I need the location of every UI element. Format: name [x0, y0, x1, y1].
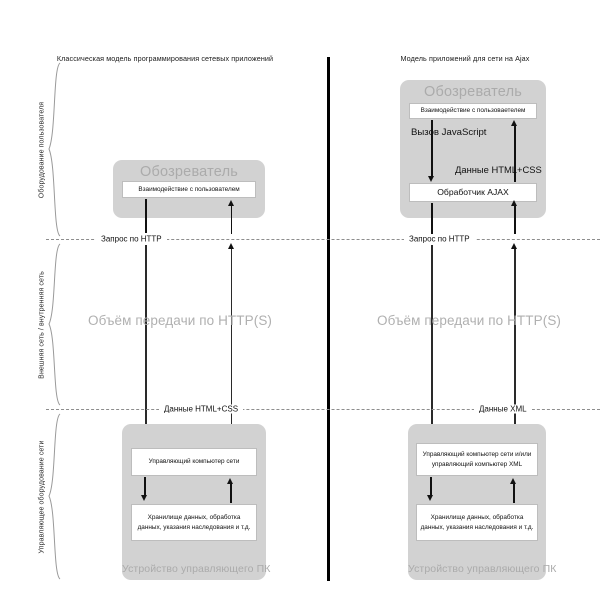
left-server-down-head	[141, 495, 147, 501]
center-divider	[327, 57, 330, 581]
right-server-down-head	[427, 495, 433, 501]
right-html-css-label: Данные HTML+CSS	[455, 164, 542, 175]
zone-label-external-internal-network: Внешняя сеть / внутренняя сеть	[38, 270, 46, 379]
right-js-call-label: Вызов JavaScript	[411, 127, 486, 139]
left-response-arrow-head	[228, 200, 234, 206]
separator-label-left-http-request: Запрос по HTTP	[96, 234, 167, 244]
left-server-up-line	[230, 483, 232, 503]
right-network-computer-box: Управляющий компьютер сети и/или управля…	[416, 443, 538, 476]
right-model-title: Модель приложений для сети на Ajax	[400, 54, 530, 63]
right-js-call-line	[431, 120, 433, 178]
separator-http-request	[46, 239, 600, 240]
zone-label-user-equipment: Оборудование пользователя	[38, 101, 46, 198]
left-browser-panel-title: Обозреватель	[139, 164, 239, 180]
right-html-css-line	[514, 125, 516, 182]
left-request-arrow-line	[145, 199, 147, 233]
separator-data-response	[46, 409, 600, 410]
left-transit-caption: Объём передачи по HTTP(S)	[88, 313, 273, 328]
right-js-call-label-text: Вызов JavaScript	[411, 127, 487, 138]
zone-user-equipment: Оборудование пользователя	[39, 62, 64, 237]
left-user-interaction-box: Взаимодействие с пользователем	[122, 181, 256, 198]
right-server-down-line	[430, 477, 432, 497]
left-transit-response-line	[230, 248, 233, 436]
right-user-interaction-box: Взаимодействие с пользовaетелем	[409, 103, 537, 119]
left-response-arrow-line	[230, 205, 233, 234]
left-storage-box: Хранилище данных, обработка данных, указ…	[131, 504, 257, 541]
left-server-panel-title: Устройство управляющего ПК	[122, 563, 271, 575]
right-js-call-head	[428, 176, 434, 182]
separator-label-right-http-request: Запрос по HTTP	[404, 234, 475, 244]
right-server-up-line	[513, 483, 515, 503]
right-storage-box: Хранилище данных, обработка данных, указ…	[416, 504, 538, 541]
left-model-title: Классическая модель программирования сет…	[56, 54, 274, 63]
left-network-computer-box: Управляющий компьютер сети	[131, 448, 257, 476]
right-ajax-handler-box: Обработчик AJAX	[409, 183, 537, 202]
right-browser-panel-title: Обозреватель	[423, 84, 523, 100]
left-transit-request-line	[145, 245, 147, 435]
brace-icon	[48, 62, 61, 237]
right-server-panel-title: Устройство управляющего ПК	[408, 563, 557, 575]
right-transit-response-head	[511, 243, 517, 249]
separator-label-right-data: Данные XML	[474, 404, 532, 414]
brace-icon	[48, 243, 61, 406]
right-request-arrow-line	[431, 203, 433, 234]
brace-icon	[48, 413, 61, 580]
right-server-up-head	[510, 478, 516, 484]
right-transit-request-line	[431, 245, 433, 435]
right-html-css-head	[511, 120, 517, 126]
left-server-down-line	[144, 477, 146, 497]
right-response-arrow-line	[514, 205, 516, 234]
left-server-up-head	[227, 478, 233, 484]
zone-label-network-control-equipment: Управляющее оборудование сети	[38, 440, 46, 553]
left-transit-response-head	[227, 243, 234, 249]
right-transit-response-line	[514, 248, 516, 436]
separator-label-left-data: Данные HTML+CSS	[159, 404, 244, 414]
zone-network-control-equipment: Управляющее оборудование сети	[39, 413, 64, 580]
zone-external-internal-network: Внешняя сеть / внутренняя сеть	[39, 243, 64, 406]
right-transit-caption: Объём передачи по HTTP(S)	[377, 313, 562, 328]
right-response-arrow-head	[511, 200, 517, 206]
